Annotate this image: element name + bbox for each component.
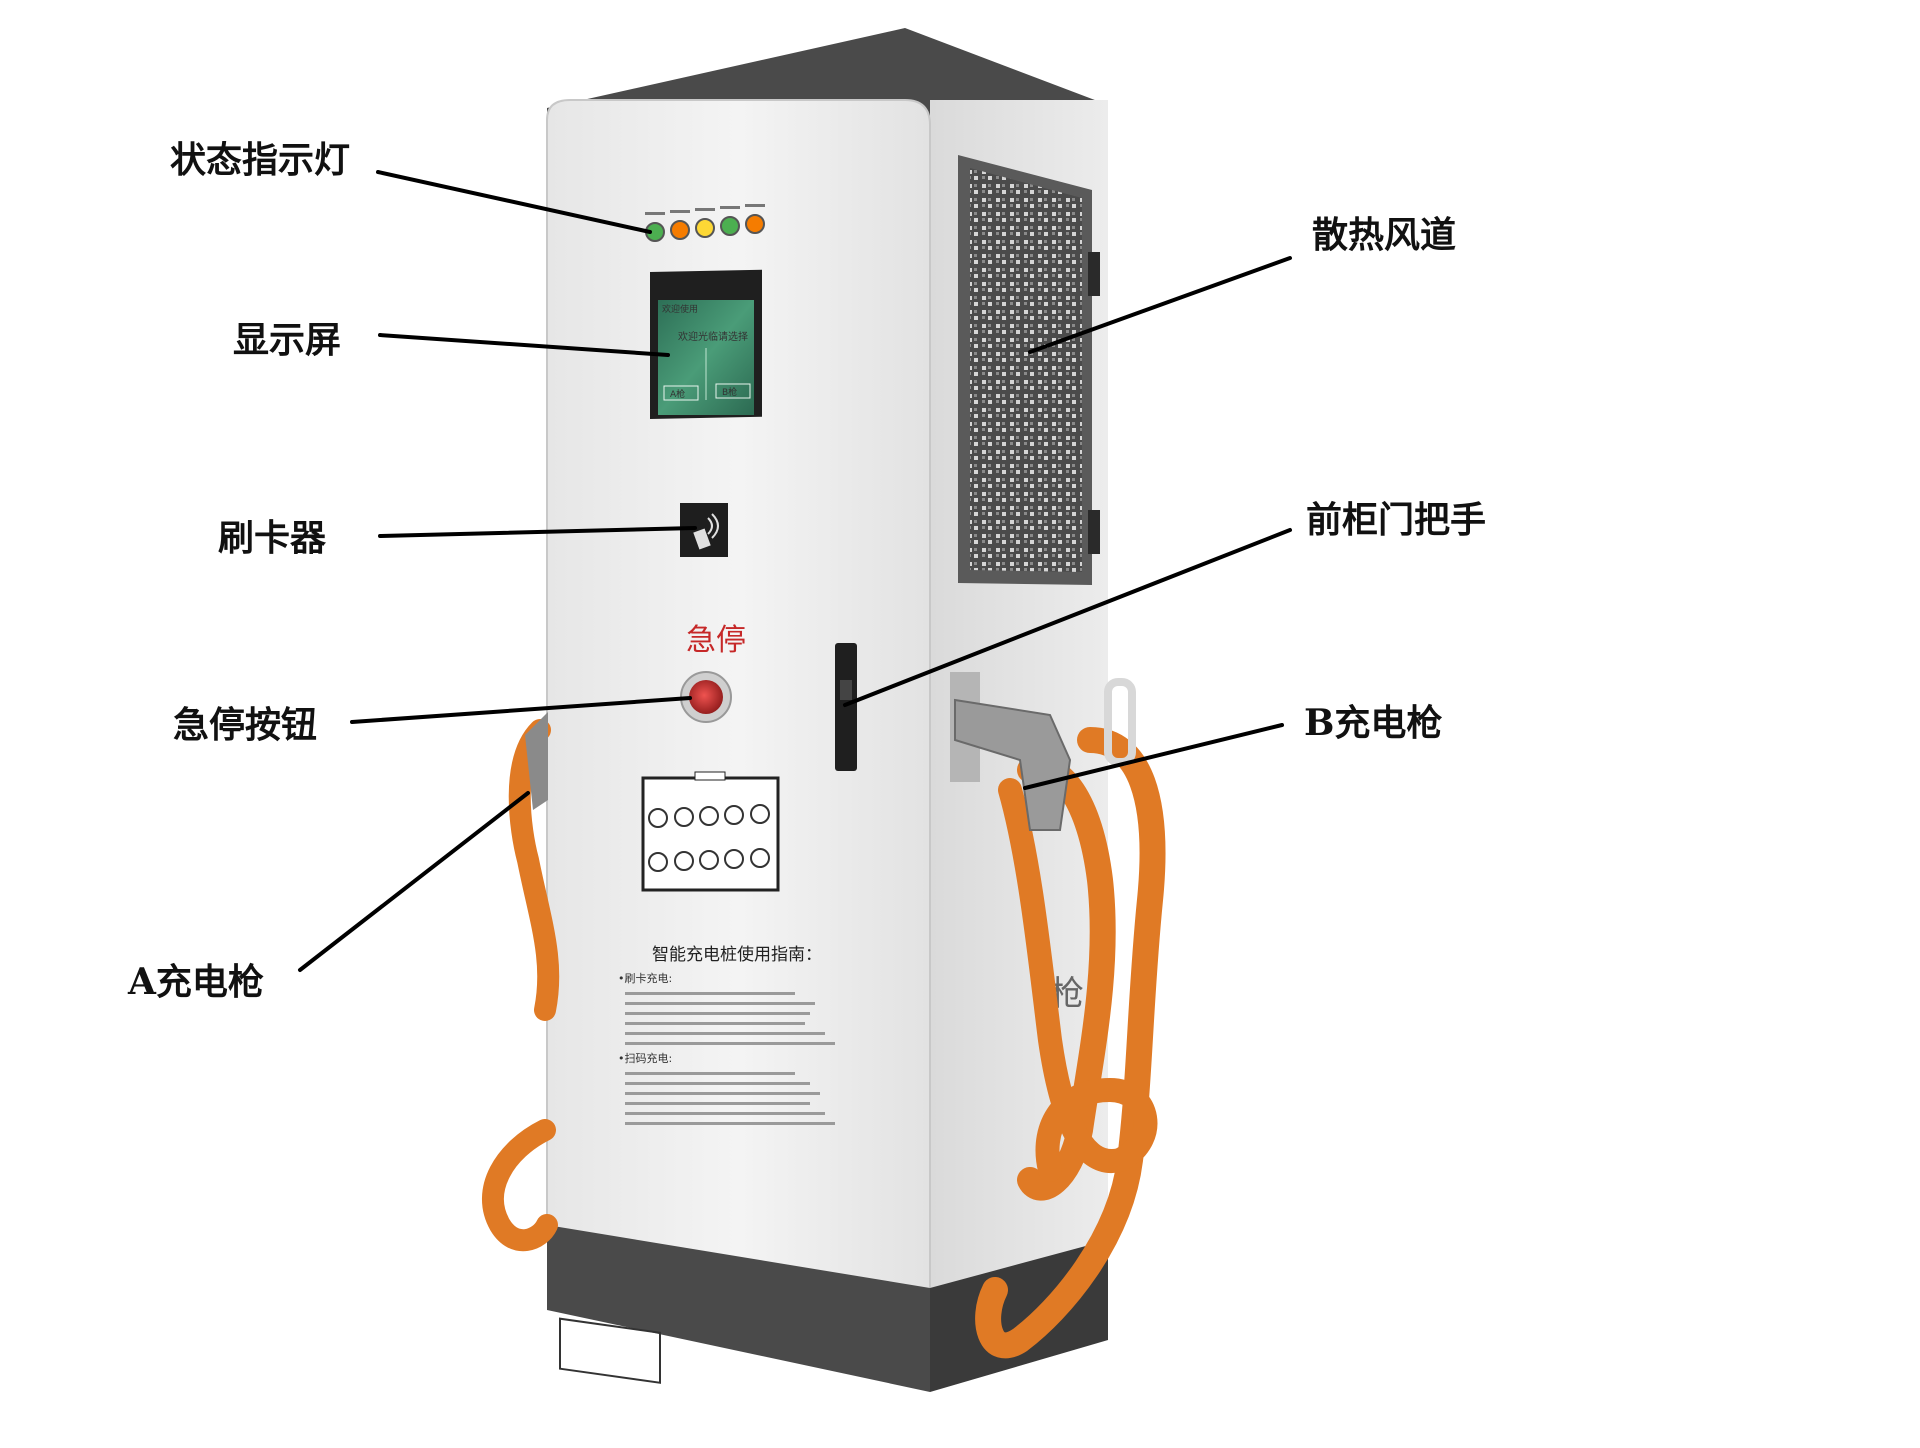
heat-vent	[958, 155, 1100, 585]
front-door-handle[interactable]	[835, 643, 857, 771]
leader-display	[378, 333, 670, 357]
callout-labels: 状态指示灯 显示屏 刷卡器 急停按钮 A充电枪 散热风道 前柜门把手 B充电枪	[127, 139, 1486, 1003]
cabinet-side-base	[930, 1240, 1108, 1392]
guide-title: 智能充电桩使用指南：	[652, 944, 822, 965]
screen-prompt: 欢迎光临请选择	[678, 330, 748, 343]
leader-emergency-button	[350, 696, 692, 724]
leader-status-lights	[376, 170, 652, 234]
screen-option-a[interactable]	[663, 385, 699, 401]
label-display: 显示屏	[233, 319, 341, 361]
label-door-handle: 前柜门把手	[1306, 499, 1486, 541]
label-card-reader: 刷卡器	[218, 517, 327, 559]
leader-card-reader	[378, 526, 697, 538]
instruction-step-panel	[641, 771, 780, 892]
guide-section-2: •扫码充电:	[618, 1051, 672, 1065]
card-reader[interactable]	[680, 503, 728, 557]
estop-text: 急停	[686, 623, 746, 658]
label-emergency-button: 急停按钮	[173, 704, 317, 746]
usage-guide: 智能充电桩使用指南： •刷卡充电: •扫码充电:	[618, 944, 835, 1125]
screen-option-b[interactable]	[715, 383, 751, 399]
label-gun-a: A充电枪	[127, 961, 264, 1003]
leader-door-handle	[843, 528, 1292, 707]
cabinet-front-base	[547, 1225, 930, 1392]
charging-gun-a[interactable]	[481, 712, 560, 1252]
screen-option-a-label: A枪	[670, 388, 685, 400]
charging-gun-b[interactable]	[950, 672, 1166, 1359]
label-status-lights: 状态指示灯	[170, 139, 350, 181]
guide-section-1: •刷卡充电:	[618, 971, 672, 985]
leader-heat-vent	[1028, 256, 1292, 354]
screen-option-b-label: B枪	[722, 386, 737, 398]
nfc-card-icon	[693, 513, 719, 550]
label-heat-vent: 散热风道	[1312, 214, 1456, 256]
leader-gun-a	[298, 791, 530, 972]
label-gun-b: B充电枪	[1304, 702, 1442, 744]
display-screen[interactable]: 欢迎使用 欢迎光临请选择 A枪 B枪	[650, 269, 762, 419]
base-vent-left	[559, 1317, 661, 1384]
leader-gun-b	[1023, 723, 1284, 790]
emergency-stop[interactable]: 急停	[680, 623, 746, 723]
charging-cabinet: 欢迎使用 欢迎光临请选择 A枪 B枪 急停	[546, 28, 1108, 1392]
screen-banner: 欢迎使用	[662, 303, 698, 315]
leader-lines	[298, 170, 1292, 972]
